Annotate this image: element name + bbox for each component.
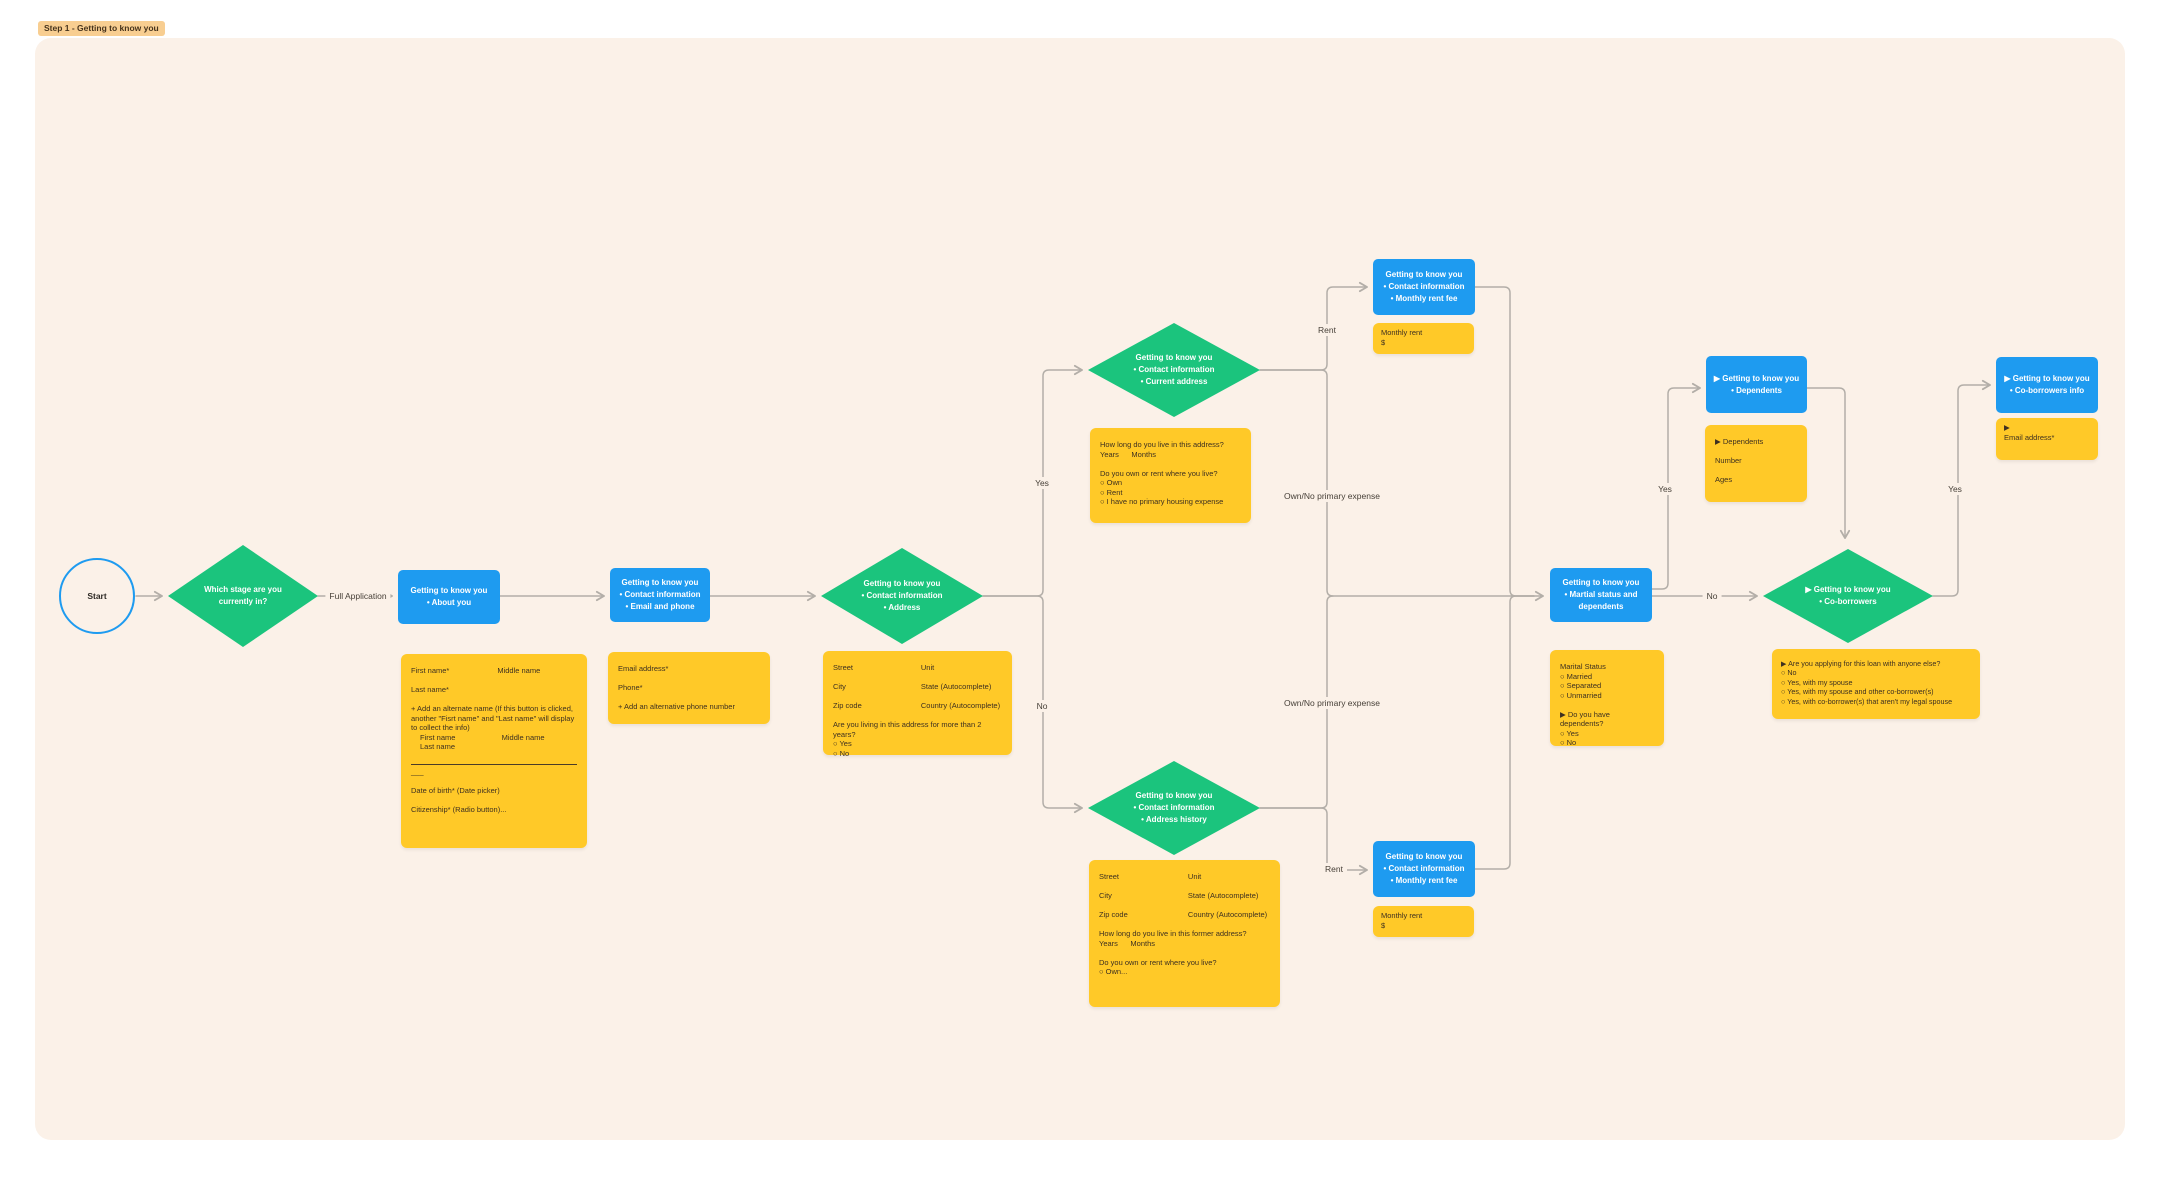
edge-label-own-bottom[interactable]: Own/No primary expense <box>1280 697 1384 709</box>
divider <box>411 763 577 765</box>
row-city-state: City State (Autocomplete) <box>833 682 1002 692</box>
sticky-current-address[interactable]: How long do you live in this address? Ye… <box>1090 428 1251 523</box>
about-you-label: Getting to know you • About you <box>410 586 488 607</box>
dependents-fields: ▶ Dependents Number Ages <box>1715 437 1764 484</box>
current-address-questions: How long do you live in this address? Ye… <box>1100 440 1224 506</box>
field-citizenship: Citizenship* (Radio button)... <box>411 804 507 814</box>
field-last-name: Last name* <box>411 685 449 694</box>
row-zip-country: Zip code Country (Autocomplete) <box>1099 910 1270 920</box>
field-zip: Zip code <box>1099 910 1128 919</box>
edge-label-yes-dependents[interactable]: Yes <box>1654 483 1676 495</box>
marital-status-fields: Marital Status ○ Married ○ Separated ○ U… <box>1560 662 1610 747</box>
sticky-marital-status[interactable]: Marital Status ○ Married ○ Separated ○ U… <box>1550 650 1664 747</box>
address-question: Are you living in this address for more … <box>833 720 982 758</box>
address-diamond-label: Getting to know you • Contact informatio… <box>861 579 943 612</box>
row-name: First name* Middle name <box>411 666 577 676</box>
sticky-about-you[interactable]: First name* Middle name Last name* + Add… <box>401 654 587 848</box>
sticky-dependents[interactable]: ▶ Dependents Number Ages <box>1705 425 1807 502</box>
field-dob: Date of birth* (Date picker) <box>411 785 500 795</box>
field-state: State (Autocomplete) <box>920 682 992 691</box>
field-street: Street <box>833 663 854 672</box>
row-street-unit: Street Unit <box>1099 872 1270 882</box>
edge-label-rent-bottom[interactable]: Rent <box>1321 863 1347 875</box>
marital-status-label: Getting to know you • Martial status and… <box>1562 578 1640 611</box>
coborrowers-info-box[interactable]: ▶ Getting to know you • Co-borrowers inf… <box>1996 357 2098 413</box>
field-state: State (Autocomplete) <box>1187 891 1259 900</box>
field-alt-middle-name: Middle name <box>501 732 545 742</box>
field-alt-last-name: Last name <box>420 742 456 751</box>
row-zip-country: Zip code Country (Autocomplete) <box>833 701 1002 711</box>
stage-diamond-label: Which stage are you currently in? <box>204 585 282 606</box>
field-middle-name: Middle name <box>497 666 541 675</box>
sticky-monthly-rent-bottom[interactable]: Monthly rent $ <box>1373 906 1474 937</box>
start-label: Start <box>87 591 107 601</box>
email-phone-box[interactable]: Getting to know you • Contact informatio… <box>610 568 710 622</box>
section-tag[interactable]: Step 1 - Getting to know you <box>38 21 165 36</box>
row-alt-name: First name Middle name <box>411 733 577 743</box>
underscores: ___ <box>411 766 424 776</box>
row-street-unit: Street Unit <box>833 663 1002 673</box>
monthly-rent-top-label: Getting to know you • Contact informatio… <box>1383 270 1465 303</box>
monthly-rent-box-top[interactable]: Getting to know you • Contact informatio… <box>1373 259 1475 315</box>
sticky-coborrower-email[interactable]: ▶ Email address* <box>1996 418 2098 460</box>
field-city: City <box>1099 891 1112 900</box>
edge-label-own-top[interactable]: Own/No primary expense <box>1280 490 1384 502</box>
about-you-box[interactable]: Getting to know you • About you <box>398 570 500 624</box>
field-first-name: First name* <box>411 666 450 675</box>
edge-label-rent-top[interactable]: Rent <box>1314 324 1340 336</box>
edge-label-no-address[interactable]: No <box>1032 700 1052 712</box>
monthly-rent-bottom-label: Getting to know you • Contact informatio… <box>1383 852 1465 885</box>
email-phone-label: Getting to know you • Contact informatio… <box>619 578 701 611</box>
coborrowers-diamond-label: ▶ Getting to know you • Co-borrowers <box>1805 585 1891 606</box>
edge-label-yes-address[interactable]: Yes <box>1031 477 1053 489</box>
field-unit: Unit <box>1187 872 1202 881</box>
row-city-state: City State (Autocomplete) <box>1099 891 1270 901</box>
field-zip: Zip code <box>833 701 862 710</box>
dependents-box[interactable]: ▶ Getting to know you • Dependents <box>1706 356 1807 413</box>
sticky-email-phone[interactable]: Email address* Phone* + Add an alternati… <box>608 652 770 724</box>
sticky-coborrowers[interactable]: ▶ Are you applying for this loan with an… <box>1772 649 1980 719</box>
address-history-label: Getting to know you • Contact informatio… <box>1133 791 1215 824</box>
address-history-question: How long do you live in this former addr… <box>1099 929 1247 976</box>
field-country: Country (Autocomplete) <box>1187 910 1268 919</box>
field-unit: Unit <box>920 663 935 672</box>
sticky-address[interactable]: Street Unit City State (Autocomplete) Zi… <box>823 651 1012 758</box>
marital-status-box[interactable]: Getting to know you • Martial status and… <box>1550 568 1652 622</box>
email-phone-fields: Email address* Phone* + Add an alternati… <box>618 664 735 711</box>
alt-name-note: + Add an alternate name (If this button … <box>411 704 577 732</box>
field-country: Country (Autocomplete) <box>920 701 1001 710</box>
sticky-address-history[interactable]: Street Unit City State (Autocomplete) Zi… <box>1089 860 1280 1007</box>
field-city: City <box>833 682 846 691</box>
field-alt-first-name: First name <box>420 732 456 742</box>
coborrowers-options: ▶ Are you applying for this loan with an… <box>1781 659 1953 706</box>
edge-label-no-dependents[interactable]: No <box>1702 590 1722 602</box>
monthly-rent-bottom-fields: Monthly rent $ <box>1381 911 1423 930</box>
monthly-rent-box-bottom[interactable]: Getting to know you • Contact informatio… <box>1373 841 1475 897</box>
monthly-rent-top-fields: Monthly rent $ <box>1381 328 1423 347</box>
edge-label-full-application[interactable]: Full Application <box>325 590 391 602</box>
dependents-box-label: ▶ Getting to know you • Dependents <box>1713 373 1800 395</box>
field-street: Street <box>1099 872 1120 881</box>
edge-label-yes-coborrowers[interactable]: Yes <box>1944 483 1966 495</box>
sticky-monthly-rent-top[interactable]: Monthly rent $ <box>1373 323 1474 354</box>
start-node[interactable]: Start <box>59 558 135 634</box>
coborrowers-info-label: ▶ Getting to know you • Co-borrowers inf… <box>2004 374 2090 395</box>
coborrower-email-field: ▶ Email address* <box>2004 423 2055 442</box>
current-address-label: Getting to know you • Contact informatio… <box>1133 353 1215 386</box>
